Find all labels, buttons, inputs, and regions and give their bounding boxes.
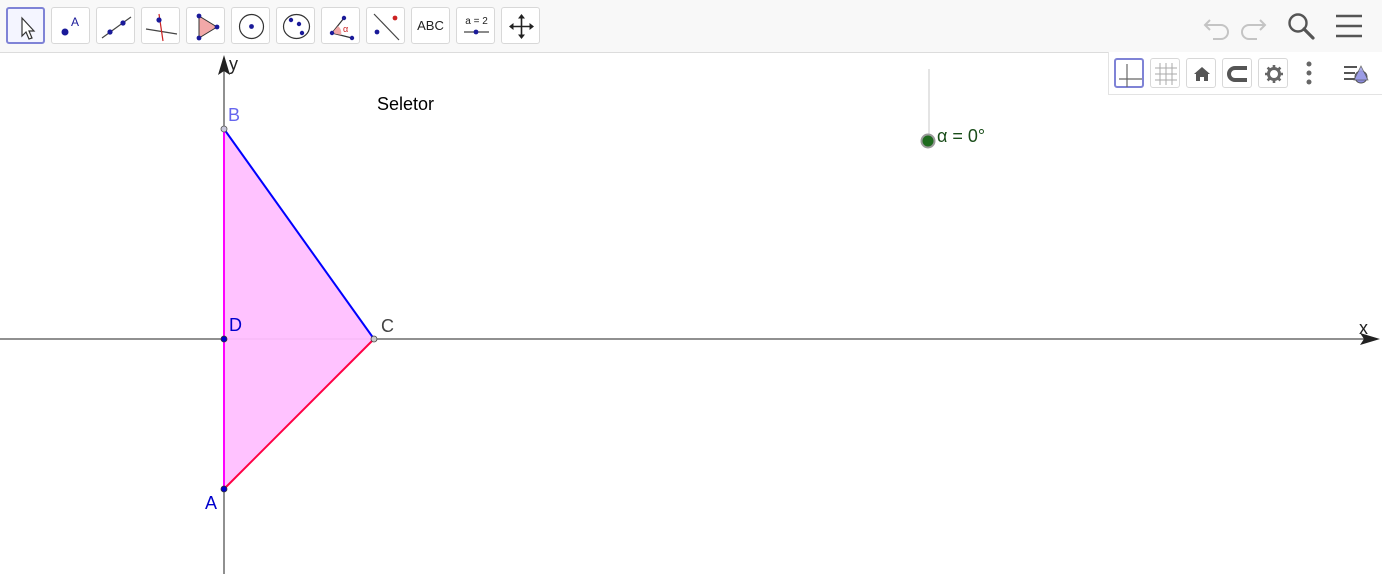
- move-tool-button[interactable]: [6, 7, 45, 44]
- point-capturing-button[interactable]: [1222, 58, 1252, 88]
- slider-label[interactable]: α = 0°: [937, 126, 986, 146]
- segment-ca[interactable]: [223, 338, 375, 490]
- angle-icon: α: [329, 15, 355, 41]
- seletor-text[interactable]: Seletor: [377, 94, 435, 114]
- point-tool-button[interactable]: A: [51, 7, 90, 44]
- cursor-arrow-icon: [21, 16, 36, 40]
- redo-icon[interactable]: [1237, 10, 1269, 42]
- line-tool-button[interactable]: [96, 7, 135, 44]
- point-b[interactable]: [220, 125, 228, 133]
- conic-tool-button[interactable]: [276, 7, 315, 44]
- point-d-label[interactable]: D: [229, 315, 242, 335]
- y-axis-label: y: [229, 54, 238, 74]
- slider-tool-label: a = 2: [465, 16, 488, 27]
- gear-icon: [1265, 65, 1283, 83]
- triangle-fill[interactable]: [224, 129, 374, 489]
- move-graphics-view-icon: [509, 14, 534, 39]
- perpendicular-line-icon: [145, 13, 178, 42]
- segment-bc[interactable]: [223, 128, 375, 340]
- text-tool-button[interactable]: ABC: [411, 7, 450, 44]
- angle-tool-button[interactable]: α: [321, 7, 360, 44]
- toolbar: A: [0, 0, 1382, 53]
- menu-icon[interactable]: [1333, 10, 1365, 42]
- point-c-label[interactable]: C: [381, 316, 394, 336]
- more-vertical-icon[interactable]: [1299, 58, 1319, 88]
- home-icon: [1194, 67, 1210, 81]
- ellipse-icon: [282, 13, 311, 40]
- slider-point[interactable]: [920, 133, 936, 149]
- show-axes-button[interactable]: [1114, 58, 1144, 88]
- point-b-label[interactable]: B: [228, 105, 241, 125]
- show-grid-button[interactable]: [1150, 58, 1180, 88]
- reflect-about-line-icon: [373, 13, 400, 41]
- x-axis-label: x: [1359, 318, 1368, 338]
- line-icon: [101, 16, 132, 39]
- circle-tool-button[interactable]: [231, 7, 270, 44]
- standard-view-button[interactable]: [1186, 58, 1216, 88]
- move-graphics-tool-button[interactable]: [501, 7, 540, 44]
- text-icon: ABC: [417, 18, 444, 33]
- style-bar: [1108, 52, 1382, 95]
- slider-tool-button[interactable]: a = 2: [456, 7, 495, 44]
- undo-icon[interactable]: [1201, 10, 1233, 42]
- axes-icon: [1119, 64, 1142, 87]
- circle-center-point-icon: [238, 13, 265, 40]
- point-tool-label: A: [71, 15, 79, 29]
- point-a-label[interactable]: A: [205, 493, 218, 513]
- graphics-view[interactable]: y x B C D A Seletor α = 0°: [0, 53, 1382, 574]
- graphics-canvas[interactable]: [0, 53, 1382, 574]
- polygon-icon: [196, 13, 220, 41]
- magnet-icon: [1227, 66, 1247, 82]
- point-a[interactable]: [220, 485, 228, 493]
- point-c[interactable]: [370, 335, 378, 343]
- reflect-tool-button[interactable]: [366, 7, 405, 44]
- perpendicular-tool-button[interactable]: [141, 7, 180, 44]
- y-axis-arrow: [218, 55, 230, 75]
- point-d[interactable]: [220, 335, 228, 343]
- slider-icon: a = 2: [464, 16, 489, 35]
- graphics-settings-button[interactable]: [1258, 58, 1288, 88]
- x-axis-arrow: [1360, 333, 1380, 345]
- style-bar-toggle-icon[interactable]: [1341, 58, 1375, 88]
- point-icon: A: [61, 15, 79, 36]
- angle-tool-label: α: [343, 24, 348, 34]
- grid-icon: [1155, 63, 1177, 85]
- search-icon[interactable]: [1285, 10, 1317, 42]
- polygon-tool-button[interactable]: [186, 7, 225, 44]
